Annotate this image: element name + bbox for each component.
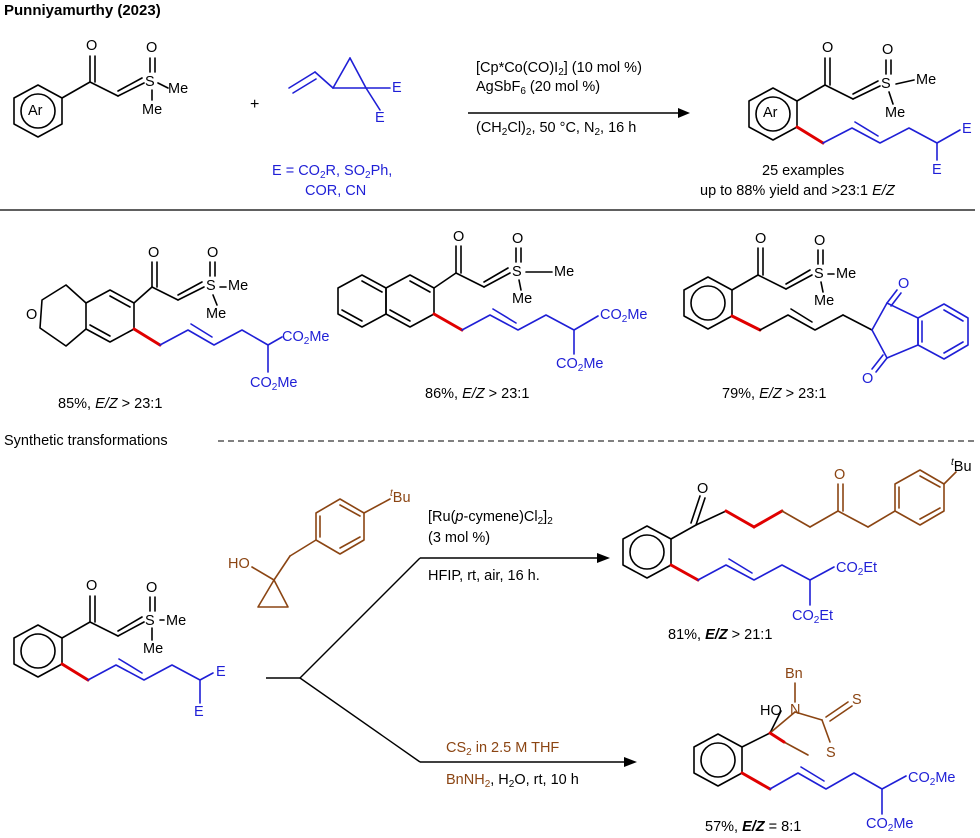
cyclopropanol-reagent	[251, 498, 391, 608]
additive-condition: AgSbF6 (20 mol %)	[476, 79, 601, 97]
tert-butyl-label: tBu	[390, 488, 411, 506]
methyl-label: Me	[166, 613, 187, 629]
ester-label: CO2Me	[866, 816, 914, 834]
e-substituent-label: E	[216, 664, 226, 680]
sulfur-label: S	[814, 266, 824, 282]
carbonyl-o-label: O	[755, 231, 767, 247]
yield-summary: up to 88% yield and >23:1 E/Z	[700, 183, 895, 199]
ring-s-label: S	[826, 745, 836, 761]
example-2-yield: 86%, E/Z > 23:1	[425, 386, 530, 402]
transform-start-structure	[13, 595, 214, 704]
section-label: Synthetic transformations	[4, 433, 168, 449]
example-3-structure	[683, 247, 969, 373]
ester-label: CO2Me	[250, 375, 298, 393]
bnnh2-condition: BnNH2, H2O, rt, 10 h	[446, 772, 579, 790]
e-substituent-label: E	[962, 121, 972, 137]
catalyst-condition: [Cp*Co(CO)I2] (10 mol %)	[476, 60, 642, 78]
tert-butyl-label: tBu	[951, 457, 972, 475]
sulfur-label: S	[145, 74, 155, 90]
vinylcyclopropane-reactant	[288, 57, 391, 111]
arrow-head	[678, 108, 690, 118]
e-substituent-label: E	[375, 110, 385, 126]
product-81-structure	[622, 469, 957, 606]
sulfoxide-o-label: O	[882, 42, 894, 58]
e-substituent-label: E	[194, 704, 204, 720]
e-substituent-label: E	[932, 162, 942, 178]
ether-o-label: O	[26, 307, 38, 323]
dione-o-label: O	[898, 276, 910, 292]
ethyl-ester-label: CO2Et	[836, 560, 878, 578]
thione-s-label: S	[852, 692, 862, 708]
sulfoxide-o-label: O	[207, 245, 219, 261]
example-1-yield: 85%, E/Z > 23:1	[58, 396, 163, 412]
scheme-title: Punniyamurthy (2023)	[4, 2, 161, 19]
carbonyl-o-label: O	[86, 578, 98, 594]
product-57-structure	[693, 682, 907, 815]
carbonyl-o-label: O	[148, 245, 160, 261]
benzyl-label: Bn	[785, 666, 803, 682]
sulfoxide-o-label: O	[146, 40, 158, 56]
example-1-structure	[39, 261, 283, 373]
methyl-label: Me	[814, 293, 835, 309]
methyl-label: Me	[512, 291, 533, 307]
methyl-label: Me	[916, 72, 937, 88]
ketone-o-label: O	[834, 467, 846, 483]
carbonyl-o-label: O	[822, 40, 834, 56]
sulfoxide-o-label: O	[512, 231, 524, 247]
examples-count: 25 examples	[762, 163, 845, 179]
sulfur-label: S	[512, 264, 522, 280]
aryl-label: Ar	[763, 105, 778, 121]
methyl-label: Me	[836, 266, 857, 282]
carbonyl-o-label: O	[697, 481, 709, 497]
methyl-label: Me	[885, 105, 906, 121]
ethyl-ester-label: CO2Et	[792, 608, 834, 626]
nitrogen-label: N	[790, 702, 801, 718]
ester-label: CO2Me	[556, 356, 604, 374]
sulfur-label: S	[881, 76, 891, 92]
hydroxy-label: HO	[228, 556, 250, 572]
sulfoxide-o-label: O	[146, 580, 158, 596]
e-definition-line2: COR, CN	[305, 183, 367, 199]
ester-label: CO2Me	[600, 307, 648, 325]
e-substituent-label: E	[392, 80, 402, 96]
transform-2-yield: 57%, E/Z = 8:1	[705, 819, 802, 835]
ru-catalyst-condition: [Ru(p-cymene)Cl2]2	[428, 509, 553, 527]
sulfoxide-o-label: O	[814, 233, 826, 249]
example-3-yield: 79%, E/Z > 23:1	[722, 386, 827, 402]
methyl-label: Me	[168, 81, 189, 97]
hydroxy-label: HO	[760, 703, 782, 719]
dione-o-label: O	[862, 371, 874, 387]
methyl-label: Me	[143, 641, 164, 657]
aryl-label: Ar	[28, 103, 43, 119]
ester-label: CO2Me	[908, 770, 956, 788]
ylide-reactant	[13, 55, 169, 138]
methyl-label: Me	[206, 306, 227, 322]
cs2-condition: CS2 in 2.5 M THF	[446, 740, 560, 758]
carbonyl-o-label: O	[453, 229, 465, 245]
example-2-structure	[337, 245, 599, 355]
carbonyl-o-label: O	[86, 38, 98, 54]
plus-sign: +	[250, 96, 260, 113]
branch-arrows	[266, 553, 637, 767]
transform-1-yield: 81%, E/Z > 21:1	[668, 627, 773, 643]
ru-loading: (3 mol %)	[428, 530, 491, 546]
ester-label: CO2Me	[282, 329, 330, 347]
solvent-condition: (CH2Cl)2, 50 °C, N2, 16 h	[476, 120, 637, 138]
product-1	[748, 57, 961, 161]
methyl-label: Me	[142, 102, 163, 118]
transform-1-solvent: HFIP, rt, air, 16 h.	[428, 568, 540, 584]
e-definition: E = CO2R, SO2Ph,	[272, 163, 393, 181]
methyl-label: Me	[228, 278, 249, 294]
methyl-label: Me	[554, 264, 575, 280]
sulfur-label: S	[206, 278, 216, 294]
sulfur-label: S	[145, 613, 155, 629]
